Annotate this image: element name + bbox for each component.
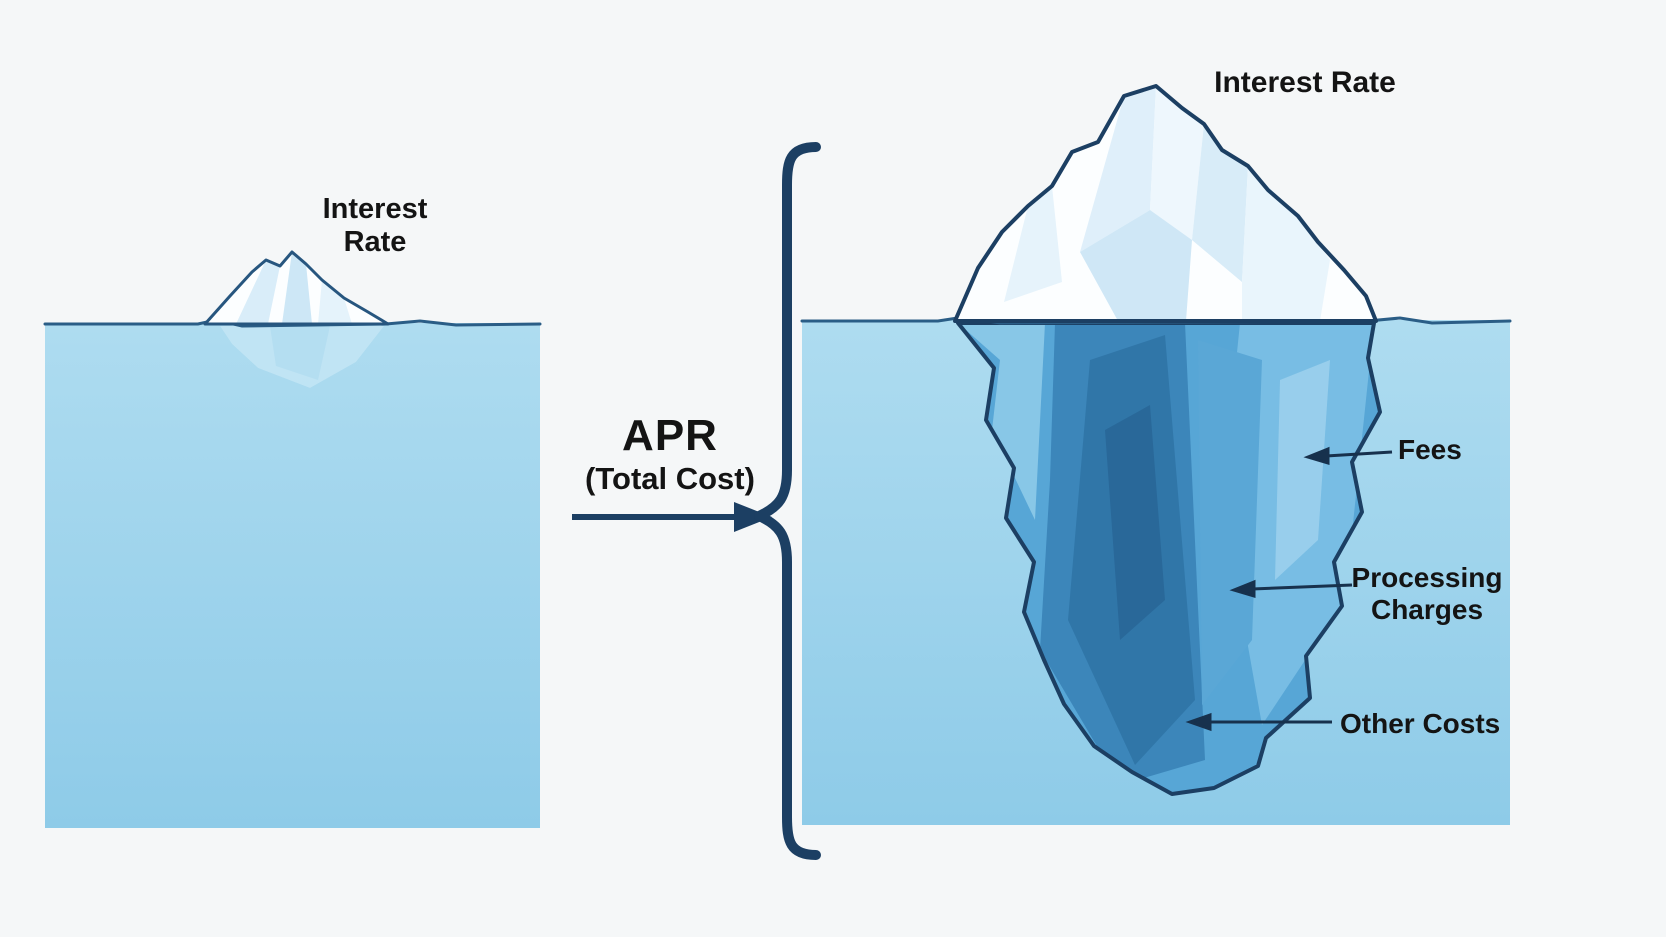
- left-iceberg-label-line1: Interest: [322, 193, 428, 225]
- right-iceberg-tip: [953, 84, 1378, 323]
- apr-arrow: [572, 502, 772, 532]
- right-iceberg-tip-label: Interest Rate: [1214, 66, 1396, 99]
- curly-brace: [754, 142, 821, 860]
- apr-heading: APR: [622, 411, 718, 460]
- left-iceberg-label: Interest Rate: [298, 193, 452, 260]
- fees-arrow-icon: [1303, 446, 1330, 466]
- apr-subheading: (Total Cost): [585, 461, 755, 496]
- left-iceberg-label-line2: Rate: [343, 226, 407, 259]
- left-water: [43, 318, 542, 828]
- callout-pointers: [1185, 446, 1393, 732]
- arrowhead-icon: [734, 502, 772, 532]
- other-costs-arrow-icon: [1185, 712, 1212, 732]
- processing-arrow-icon: [1229, 579, 1256, 599]
- right-iceberg-underwater: [956, 321, 1382, 796]
- processing-charges-label-line1: Processing: [1351, 562, 1503, 593]
- other-costs-label: Other Costs: [1340, 708, 1501, 739]
- left-iceberg-underwater: [220, 326, 384, 388]
- processing-charges-label: Processing Charges: [1342, 562, 1512, 626]
- left-iceberg-tip: [203, 250, 390, 326]
- processing-charges-label-line2: Charges: [1370, 594, 1484, 626]
- fees-label: Fees: [1398, 434, 1462, 465]
